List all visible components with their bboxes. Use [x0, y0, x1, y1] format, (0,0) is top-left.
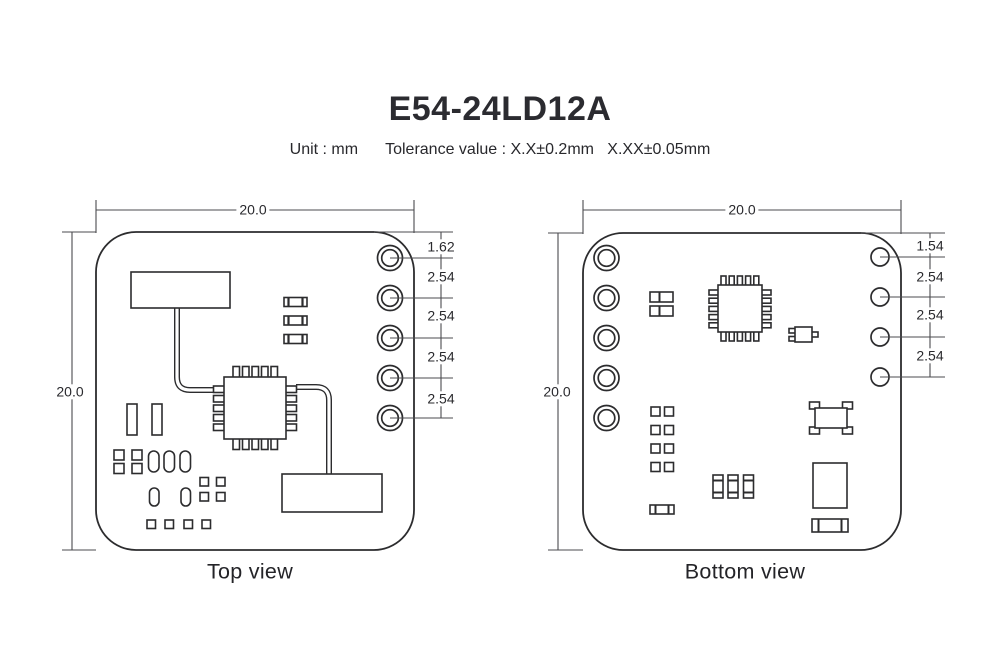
top-view-pitch-dim-2: 2.54 — [424, 307, 458, 324]
bottom-view-pitch-dim-0: 1.54 — [913, 237, 947, 254]
tolerance-note: Tolerance value : X.X±0.2mm X.XX±0.05mm — [385, 141, 711, 158]
top-view-pitch-dim-4: 2.54 — [424, 390, 458, 407]
top-passives — [113, 403, 226, 530]
subtitle: Unit : mm Tolerance value : X.X±0.2mm X.… — [0, 141, 1000, 159]
top-view-board — [95, 231, 415, 551]
bottom-view-width-dim: 20.0 — [725, 201, 759, 218]
top-view-height-dim: 20.0 — [53, 383, 87, 400]
bottom-resistor-right — [811, 518, 849, 533]
unit-note: Unit : mm — [289, 141, 359, 158]
power-module-block — [812, 462, 848, 509]
bottom-resistor-left — [649, 504, 675, 515]
connector-block — [281, 473, 383, 513]
bottom-view-pitch-dim-2: 2.54 — [913, 306, 947, 323]
top-view-pitch-dim-1: 2.54 — [424, 268, 458, 285]
top-view-width-dim: 20.0 — [236, 201, 270, 218]
top-view-caption: Top view — [206, 559, 294, 584]
bottom-view-pitch-dim-1: 2.54 — [913, 268, 947, 285]
bottom-view-pitch-leaders — [861, 232, 945, 378]
bottom-view-board — [582, 232, 902, 551]
top-view-pitch-dim-3: 2.54 — [424, 348, 458, 365]
pcb-traces — [174, 307, 332, 476]
bottom-view-height-dim: 20.0 — [540, 383, 574, 400]
antenna-block — [130, 271, 231, 309]
top-view-pitch-dim-0: 1.62 — [424, 238, 458, 255]
top-ic-chip — [212, 365, 298, 451]
top-view-pitch-leaders — [374, 231, 453, 419]
sot-transistor — [788, 326, 819, 343]
page-title: E54-24LD12A — [388, 90, 612, 128]
pad-grid — [650, 406, 675, 473]
smd-chips — [283, 296, 308, 345]
bottom-smd-chips-top — [649, 291, 674, 317]
bottom-view-caption: Bottom view — [684, 559, 806, 584]
bottom-ic-chip — [708, 275, 772, 342]
vertical-resistors — [712, 474, 755, 499]
bottom-view-left-pads — [593, 244, 620, 432]
crystal-component — [808, 401, 854, 435]
bottom-view-pitch-dim-3: 2.54 — [913, 347, 947, 364]
